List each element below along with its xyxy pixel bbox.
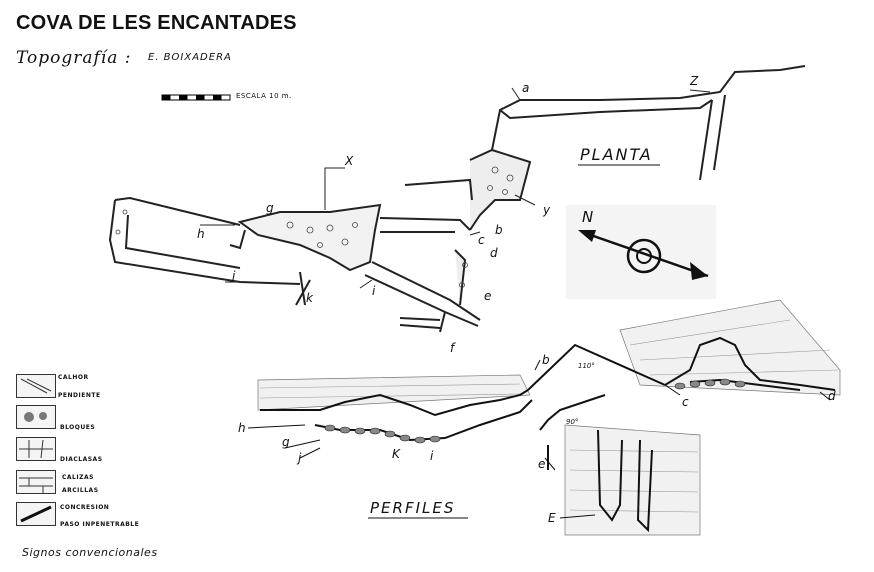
plan-letter-d: d <box>490 246 498 260</box>
legend-label-paso: PASO INPENETRABLE <box>60 521 140 528</box>
legend-label-calizas: CALIZAS <box>62 474 94 481</box>
plan-letter-a: a <box>522 81 529 95</box>
profile-letter-big-e: E <box>548 511 556 525</box>
slope-icon <box>16 374 56 398</box>
plan-letter-k: k <box>306 291 314 305</box>
profile-letter-c: c <box>682 395 689 409</box>
legend-label-diaclasas: DIACLASAS <box>60 456 103 463</box>
profile-letter-d: d <box>828 389 836 403</box>
profiles-label: PERFILES <box>370 499 455 517</box>
plan-letter-e: e <box>484 289 491 303</box>
scale-label: ESCALA 10 m. <box>236 92 292 100</box>
plan-letter-y: y <box>542 203 551 217</box>
profile-letter-e: e <box>538 457 545 471</box>
blocks-icon <box>16 405 56 429</box>
limestone-icon <box>16 470 56 494</box>
profile-view: b c d h g j K i e E 110° 90° <box>238 299 841 536</box>
legend-title: Signos convencionales <box>22 546 158 559</box>
plan-letter-i: i <box>372 284 376 298</box>
legend-label-concresion: CONCRESION <box>60 504 110 511</box>
author-name: E. BOIXADERA <box>148 52 232 63</box>
plan-leaders <box>200 87 711 289</box>
joints-icon <box>16 437 56 461</box>
plan-letters: a Z X y g h b c d e j k i f <box>197 74 699 355</box>
profile-letter-g: g <box>282 435 290 449</box>
profile-letter-h: h <box>238 421 246 435</box>
legend-label-pendiente: PENDIENTE <box>58 392 101 399</box>
plan-letter-f: f <box>450 341 456 355</box>
plan-view <box>108 65 806 333</box>
map-title: COVA DE LES ENCANTADES <box>16 12 297 34</box>
profile-letter-i: i <box>430 449 434 463</box>
legend-label-calhor: CALHOR <box>58 374 89 381</box>
profile-letter-k: K <box>392 447 401 461</box>
north-arrow: N <box>566 205 716 299</box>
profile-letter-b: b <box>542 353 550 367</box>
profile-letter-j: j <box>296 451 302 465</box>
plan-letter-j: j <box>230 269 236 283</box>
angle-label-110: 110° <box>578 362 595 370</box>
north-letter: N <box>582 208 593 226</box>
block-symbols <box>115 166 514 288</box>
plan-letter-x: X <box>344 154 354 168</box>
angle-label-90: 90° <box>566 418 578 426</box>
topografia-label: Topografía : <box>16 48 132 68</box>
plan-letter-b: b <box>495 223 503 237</box>
scale-bar <box>161 94 231 101</box>
plan-letter-h: h <box>197 227 205 241</box>
legend-label-arcillas: ARCILLAS <box>62 487 99 494</box>
plan-letter-c: c <box>478 233 485 247</box>
legend-label-bloques: BLOQUES <box>60 424 96 431</box>
concretion-icon <box>16 502 56 526</box>
plan-label: PLANTA <box>580 145 653 164</box>
plan-letter-g: g <box>266 201 274 215</box>
plan-letter-z: Z <box>689 74 699 88</box>
